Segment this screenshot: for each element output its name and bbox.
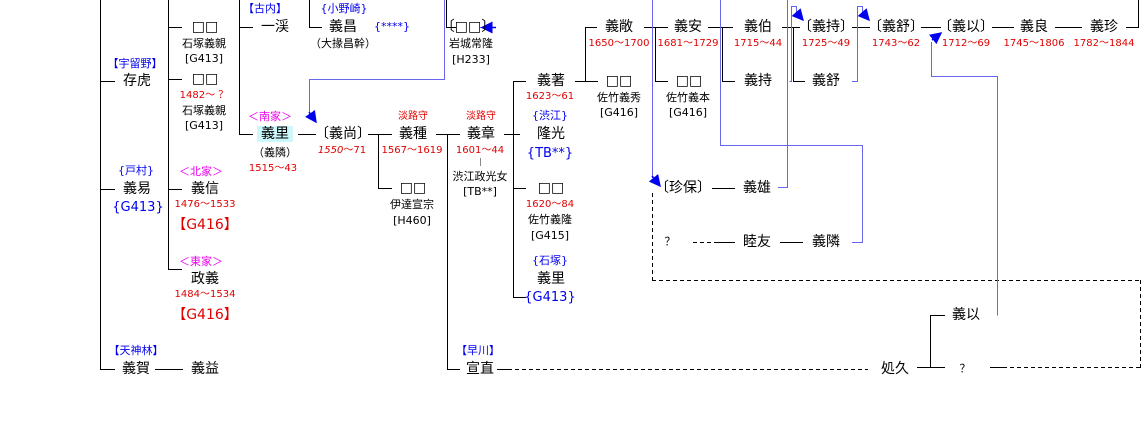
unknown-node: ？ xyxy=(664,235,676,248)
branch-label: 【天神林】 xyxy=(108,344,164,357)
person-node[interactable]: 義信 xyxy=(191,181,219,197)
person-node[interactable]: 宣直 xyxy=(466,361,494,377)
person-node[interactable]: 義舒 xyxy=(812,73,840,89)
person-node-highlighted[interactable]: 義里 xyxy=(257,126,293,142)
person-node[interactable]: 義珍 xyxy=(1090,19,1118,35)
person-node[interactable]: 〔義以〕 xyxy=(938,19,994,35)
person-node[interactable]: 義隣 xyxy=(812,234,840,250)
branch-label: 【早川】 xyxy=(456,344,500,357)
person-node[interactable]: □□ xyxy=(605,73,633,89)
person-node[interactable]: 義雄 xyxy=(743,180,771,196)
code-label: [G413] xyxy=(184,52,224,65)
year-label: 1745～1806 xyxy=(1003,38,1065,49)
person-node[interactable]: □□ xyxy=(675,73,703,89)
branch-label: {小野崎} xyxy=(320,2,368,15)
person-node[interactable]: 〔義舒〕 xyxy=(868,19,924,35)
person-node[interactable]: 義安 xyxy=(674,19,702,35)
year-label: 1623～61 xyxy=(525,91,575,102)
person-node[interactable]: 義以 xyxy=(952,307,980,323)
branch-label: 【古内】 xyxy=(243,2,287,15)
code-label: [G416] xyxy=(668,106,708,119)
code-label: 【G416】 xyxy=(172,307,238,323)
title-label: 淡路守 xyxy=(398,111,428,122)
person-node[interactable]: 存虎 xyxy=(123,73,151,89)
person-sub: 伊達宣宗 xyxy=(390,198,434,211)
person-node[interactable]: □□ xyxy=(399,180,427,196)
person-node[interactable]: 睦友 xyxy=(743,234,771,250)
person-node[interactable]: 〔珍保〕 xyxy=(655,180,711,196)
year-label: 1715～44 xyxy=(733,38,783,49)
person-sub: 佐竹義秀 xyxy=(597,91,641,104)
person-node[interactable]: 義種 xyxy=(399,126,427,142)
year-label: 1782～1844 xyxy=(1073,38,1135,49)
person-node[interactable]: 〔義尚〕 xyxy=(315,126,371,142)
person-node[interactable]: 義良 xyxy=(1020,19,1048,35)
person-node[interactable]: 〔□□〕 xyxy=(440,19,496,35)
person-node[interactable]: 義里 xyxy=(537,271,565,287)
code-label: [H233] xyxy=(452,53,490,66)
house-label: ＜東家＞ xyxy=(179,255,223,268)
code-label: [G415] xyxy=(530,229,570,242)
year-label: 1620～84 xyxy=(525,199,575,210)
unknown-node: ？ xyxy=(959,362,971,375)
year-label: 1650～1700 xyxy=(588,38,650,49)
person-sub: 岩城常隆 xyxy=(449,37,493,50)
branch-label: {渋江} xyxy=(532,109,568,122)
person-node[interactable]: 一渓 xyxy=(261,19,289,35)
year-label: 1550～71 xyxy=(318,146,366,156)
code-label: {G413} xyxy=(524,290,576,305)
house-label: ＜北家＞ xyxy=(179,165,223,178)
year-label: 1476～1533 xyxy=(174,199,236,210)
year-start: 1550 xyxy=(317,145,344,156)
year-label: 1601～44 xyxy=(455,145,505,156)
code-label: {****} xyxy=(374,20,410,33)
person-node[interactable]: 義賀 xyxy=(122,361,150,377)
year-label: 1484～1534 xyxy=(174,289,236,300)
branch-label: 【宇留野】 xyxy=(107,57,163,70)
person-sub: 佐竹義本 xyxy=(666,91,710,104)
person-node[interactable]: □□ xyxy=(537,180,565,196)
code-label: 【G416】 xyxy=(172,217,238,233)
person-sub: （大掾昌幹） xyxy=(310,37,376,50)
person-node[interactable]: 隆光 xyxy=(537,126,565,142)
person-node[interactable]: 義益 xyxy=(191,361,219,377)
person-node[interactable]: 義著 xyxy=(537,73,565,89)
year-label: 1743～62 xyxy=(871,38,921,49)
person-node[interactable]: 処久 xyxy=(881,361,909,377)
person-sub: 佐竹義隆 xyxy=(528,213,572,226)
person-sub: 石塚義親 xyxy=(182,37,226,50)
year-label: 1681～1729 xyxy=(657,38,719,49)
branch-label: {石塚} xyxy=(532,254,568,267)
code-label: [H460] xyxy=(393,214,431,227)
spouse-label: 渋江政光女 xyxy=(452,170,508,183)
person-node[interactable]: □□ xyxy=(191,19,219,35)
title-label: 淡路守 xyxy=(466,111,496,122)
person-node[interactable]: 義章 xyxy=(467,126,495,142)
person-node[interactable]: 義昌 xyxy=(329,19,357,35)
branch-label: {戸村} xyxy=(118,164,154,177)
person-sub: 石塚義親 xyxy=(182,104,226,117)
code-label: [G416] xyxy=(599,106,639,119)
code-label: [TB**] xyxy=(463,185,497,198)
person-node[interactable]: 義持 xyxy=(744,73,772,89)
person-node[interactable]: 義易 xyxy=(123,181,151,197)
person-node[interactable]: □□ xyxy=(191,71,219,87)
house-label: ＜南家＞ xyxy=(248,110,292,123)
person-node[interactable]: 義敞 xyxy=(605,19,633,35)
year-label: 1725～49 xyxy=(801,38,851,49)
year-label: 1712～69 xyxy=(941,38,991,49)
code-label: {TB**} xyxy=(526,146,574,161)
code-label: [G413] xyxy=(184,119,224,132)
year-label: 1482～ ？ xyxy=(179,90,229,101)
person-sub: （義隣） xyxy=(253,146,297,159)
year-end: ～71 xyxy=(343,145,367,156)
person-node[interactable]: 政義 xyxy=(191,271,219,287)
code-label: {G413} xyxy=(112,200,164,215)
person-node[interactable]: 義伯 xyxy=(744,19,772,35)
person-node[interactable]: 〔義持〕 xyxy=(798,19,854,35)
year-label: 1515～43 xyxy=(248,163,298,174)
year-label: 1567～1619 xyxy=(381,145,443,156)
